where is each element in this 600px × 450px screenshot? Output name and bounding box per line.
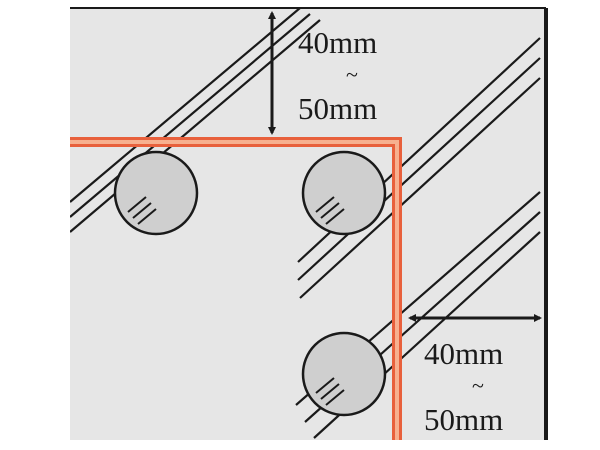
rebar-corner xyxy=(301,150,387,236)
cover-side-max-label: 50mm xyxy=(424,402,503,437)
cover-side-min-label: 40mm xyxy=(424,336,503,371)
cover-top-min-label: 40mm xyxy=(298,25,377,60)
rebar-lower xyxy=(301,331,387,417)
rebar-left xyxy=(113,150,199,236)
hoop-bar xyxy=(70,137,402,440)
cover-side-tilde: ~ xyxy=(472,373,484,398)
cover-top-max-label: 50mm xyxy=(298,91,377,126)
cover-top-tilde: ~ xyxy=(346,62,358,87)
